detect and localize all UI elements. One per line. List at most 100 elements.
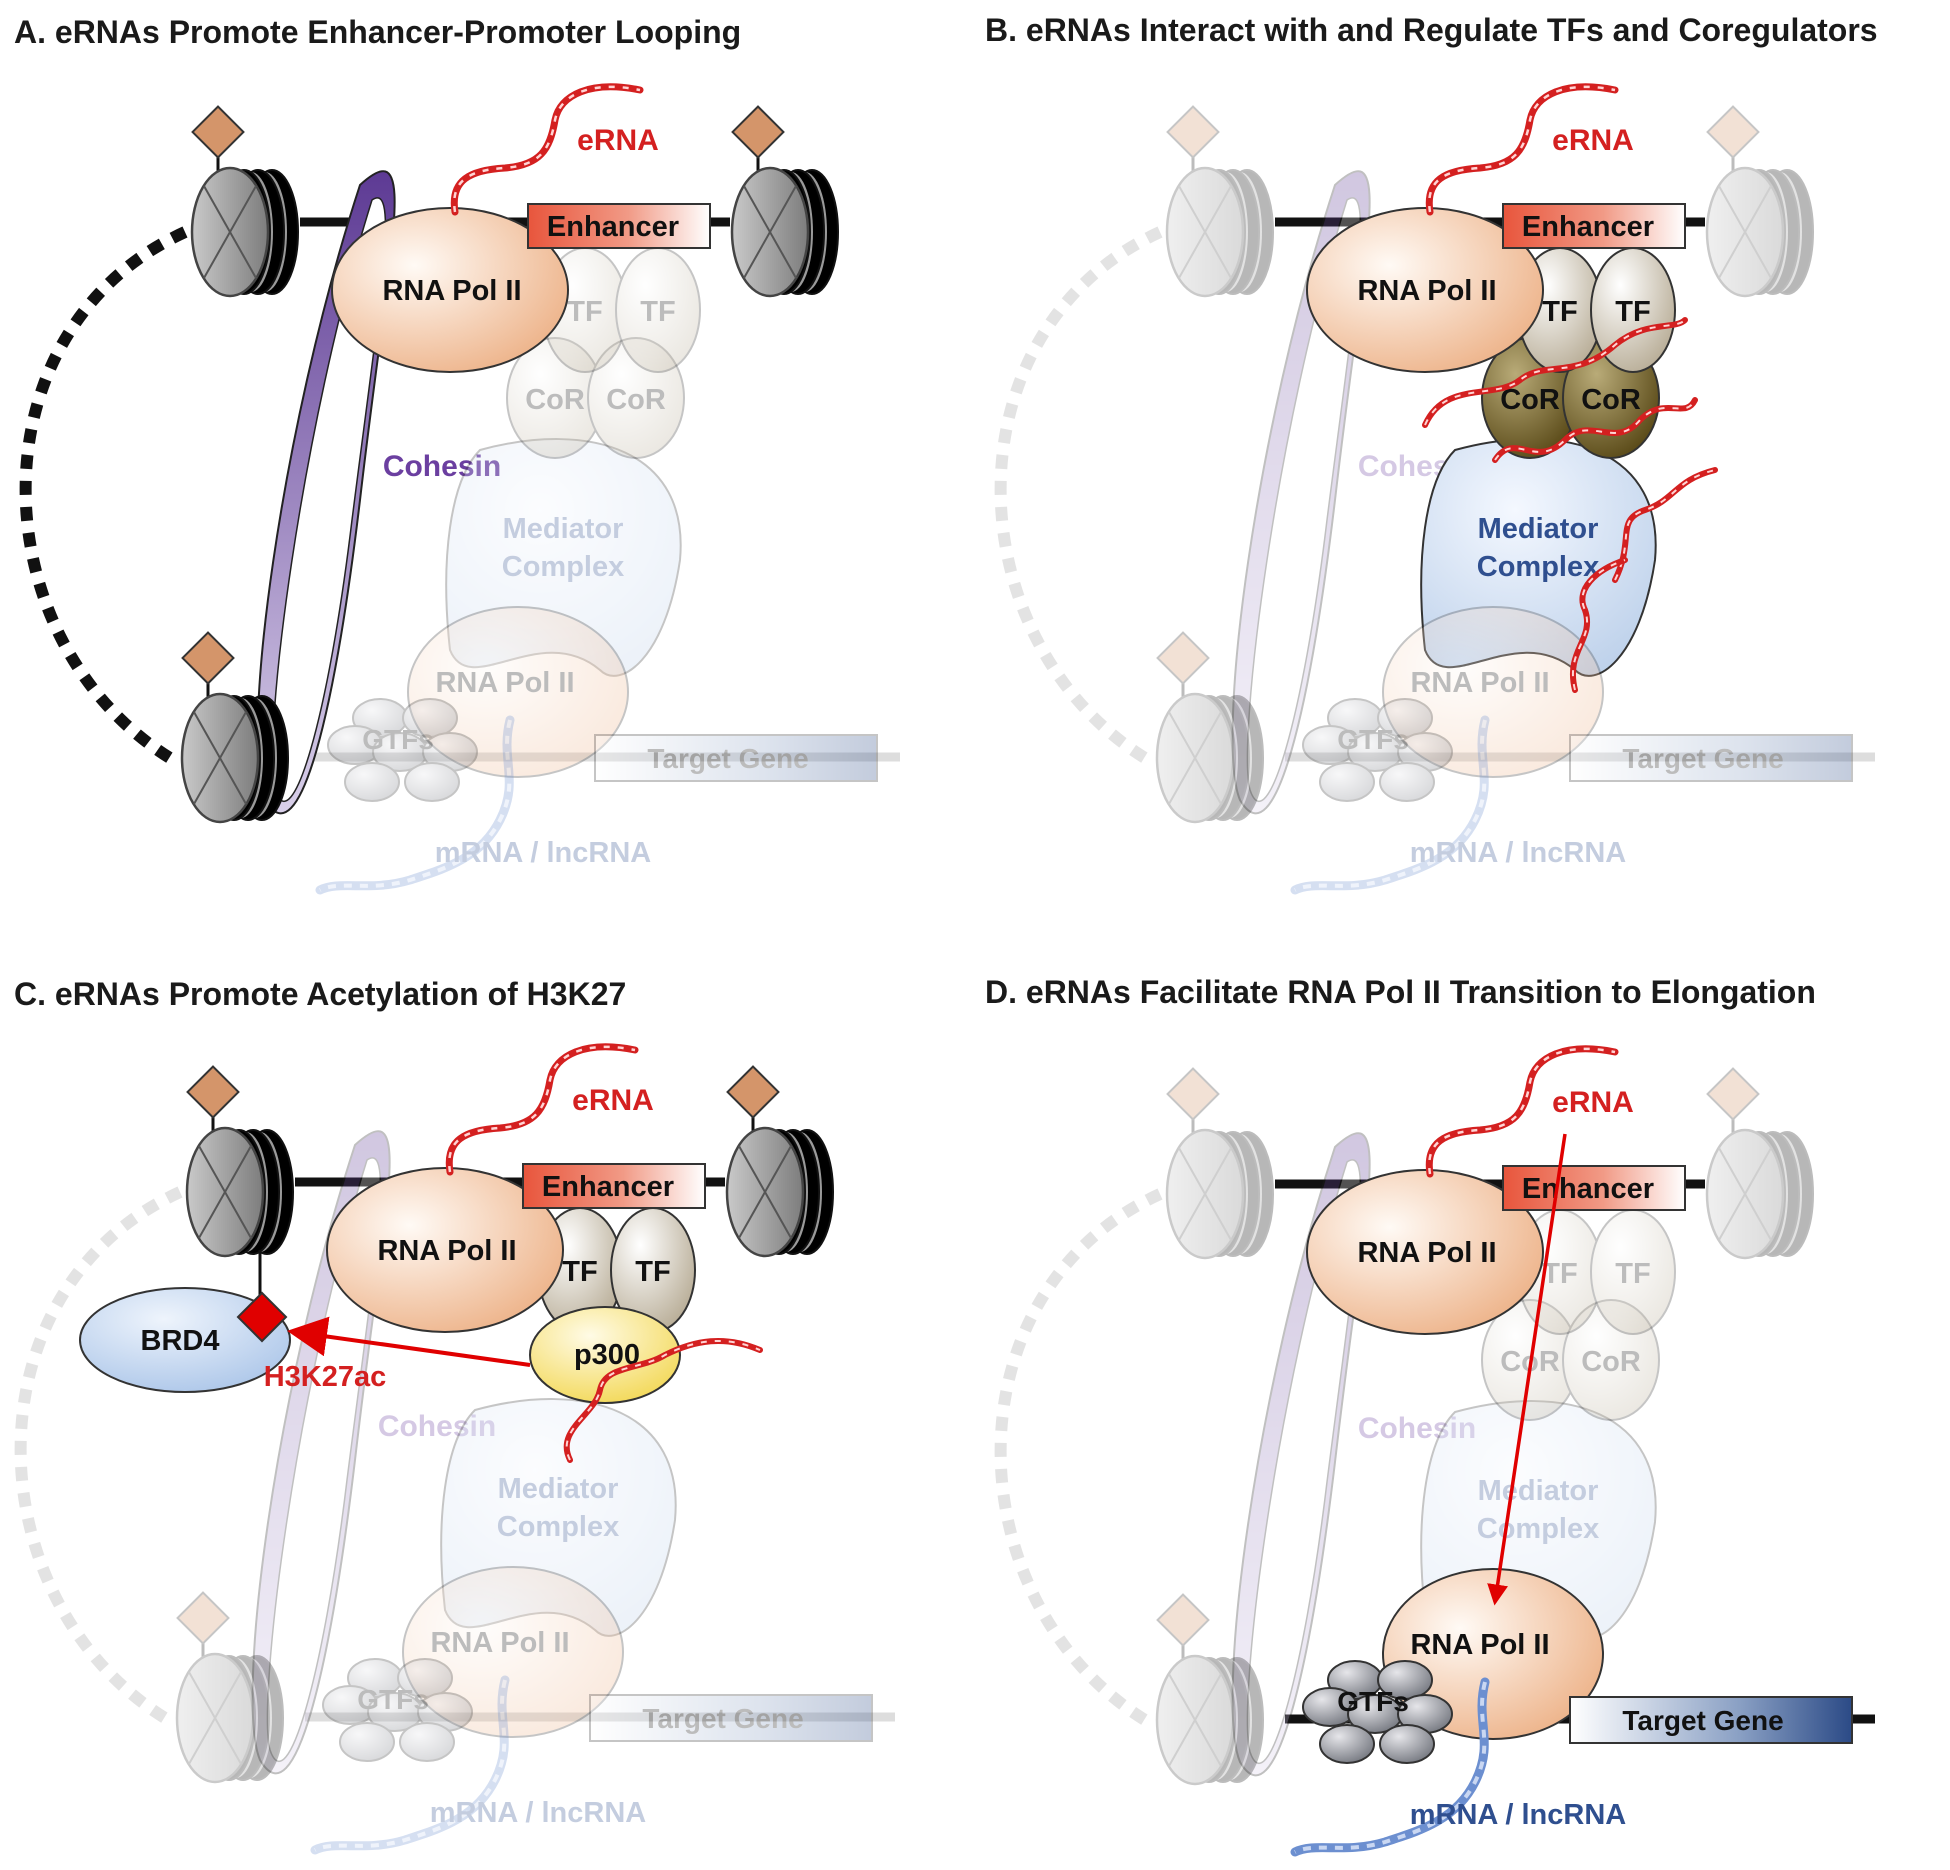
enhancer-element: Enhancer <box>1502 1165 1686 1211</box>
elongation-arrow <box>1487 1133 1567 1606</box>
gtfs-label: GTFs <box>1337 724 1409 755</box>
mediator-label-line1: Mediator <box>1478 513 1599 545</box>
mediator-label-line2: Complex <box>1477 1513 1599 1545</box>
rna-pol-ii-enhancer: RNA Pol II <box>1306 1169 1544 1335</box>
gtfs-label: GTFs <box>362 724 434 755</box>
rna-pol-ii-promoter-label: RNA Pol II <box>1410 1629 1549 1661</box>
cor-label-2: CoR <box>1581 384 1641 416</box>
mrna-label: mRNA / lncRNA <box>1410 1799 1626 1831</box>
enhancer-element: Enhancer <box>527 203 711 249</box>
mediator-label-line1: Mediator <box>503 513 624 545</box>
histone-mark-diamond <box>731 105 785 159</box>
histone-mark-diamond <box>726 1065 780 1119</box>
panel-b-title: B. eRNAs Interact with and Regulate TFs … <box>985 12 1878 48</box>
mrna-label: mRNA / lncRNA <box>430 1797 646 1829</box>
enhancer-label: Enhancer <box>542 1171 674 1203</box>
target-gene: Target Gene <box>589 1694 873 1742</box>
enhancer-element: Enhancer <box>1502 203 1686 249</box>
tf-label-2: TF <box>1615 296 1650 328</box>
panel-d-title: D. eRNAs Facilitate RNA Pol II Transitio… <box>985 974 1816 1010</box>
rna-pol-ii-promoter: RNA Pol II <box>407 606 629 778</box>
erna-label: eRNA <box>1552 124 1634 157</box>
erna-label: eRNA <box>572 1084 654 1117</box>
mrna-transcript: mRNA / lncRNA <box>315 715 651 895</box>
mediator-label-line1: Mediator <box>498 1473 619 1505</box>
h3k27ac-mark: H3K27ac <box>236 1250 531 1393</box>
gtfs-cluster: GTFs <box>322 1658 473 1762</box>
erna-label: eRNA <box>577 124 659 157</box>
chromatin-loop-dashed <box>994 226 1163 764</box>
brd4-protein: BRD4 <box>79 1287 291 1393</box>
panel-c-title: C. eRNAs Promote Acetylation of H3K27 <box>14 976 627 1012</box>
chromatin-loop-dashed <box>994 1188 1163 1726</box>
tf-label-2: TF <box>1615 1258 1650 1290</box>
rna-pol-ii-promoter: RNA Pol II <box>402 1566 624 1738</box>
histone-mark-diamond <box>1706 1067 1760 1121</box>
rna-pol-ii-promoter-label: RNA Pol II <box>1410 667 1549 699</box>
rna-pol-ii-promoter: RNA Pol II <box>1382 606 1604 778</box>
erna-transcript: eRNA <box>450 83 659 216</box>
gtfs-cluster: GTFs <box>1302 698 1453 802</box>
chromatin-loop-dashed <box>14 1186 183 1724</box>
h3k27ac-label: H3K27ac <box>264 1361 387 1393</box>
target-gene: Target Gene <box>1569 1696 1853 1744</box>
tf-label-1: TF <box>567 296 602 328</box>
nucleosome-top-right <box>730 105 839 298</box>
rna-pol-ii-enhancer-label: RNA Pol II <box>1357 275 1496 307</box>
nucleosome-bottom-left <box>180 631 289 824</box>
rna-pol-ii-enhancer: RNA Pol II <box>326 1167 564 1333</box>
mediator-label-line2: Complex <box>497 1511 619 1543</box>
nucleosome-top-right <box>1705 1067 1814 1260</box>
cor-label-1: CoR <box>1500 384 1560 416</box>
mediator-label-line2: Complex <box>1477 551 1599 583</box>
gtfs-label: GTFs <box>357 1684 429 1715</box>
nucleosome-bottom-left <box>1155 631 1264 824</box>
mediator-label-line2: Complex <box>502 551 624 583</box>
nucleosome-top-left <box>1165 105 1274 298</box>
rna-pol-ii-enhancer-label: RNA Pol II <box>377 1235 516 1267</box>
nucleosome-bottom-left <box>175 1591 284 1784</box>
mrna-label: mRNA / lncRNA <box>1410 837 1626 869</box>
target-gene-label: Target Gene <box>1622 743 1783 774</box>
erna-transcript: eRNA <box>1425 83 1634 216</box>
target-gene: Target Gene <box>594 734 878 782</box>
gtfs-label: GTFs <box>1337 1686 1409 1717</box>
nucleosome-top-left <box>190 105 299 298</box>
histone-mark-diamond <box>191 105 245 159</box>
rna-pol-ii-promoter-label: RNA Pol II <box>435 667 574 699</box>
rna-pol-ii-enhancer-label: RNA Pol II <box>1357 1237 1496 1269</box>
tf-pair: TF TF <box>1517 247 1676 373</box>
p300-enzyme: p300 <box>529 1306 681 1404</box>
erna-label: eRNA <box>1552 1086 1634 1119</box>
acetylation-arrow <box>287 1316 531 1367</box>
nucleosome-bottom-left <box>1155 1593 1264 1786</box>
tf-label-2: TF <box>635 1256 670 1288</box>
erna-binding-strand <box>563 1338 763 1463</box>
gtfs-cluster: GTFs <box>327 698 478 802</box>
target-gene: Target Gene <box>1569 734 1853 782</box>
enhancer-element: Enhancer <box>522 1163 706 1209</box>
target-gene-label: Target Gene <box>1622 1705 1783 1736</box>
tf-label-1: TF <box>1542 296 1577 328</box>
nucleosome-top-right <box>725 1065 834 1258</box>
rna-pol-ii-enhancer: RNA Pol II <box>1306 207 1544 373</box>
erna-transcript: eRNA <box>1425 1045 1634 1178</box>
histone-mark-diamond <box>1156 1593 1210 1647</box>
rna-pol-ii-enhancer-label: RNA Pol II <box>382 275 521 307</box>
mediator-label-line1: Mediator <box>1478 1475 1599 1507</box>
gtfs-cluster: GTFs <box>1302 1660 1453 1764</box>
histone-mark-diamond <box>176 1591 230 1645</box>
enhancer-label: Enhancer <box>1522 1173 1654 1205</box>
nucleosome-top-left <box>1165 1067 1274 1260</box>
erna-transcript: eRNA <box>445 1043 654 1176</box>
histone-mark-diamond <box>1156 631 1210 685</box>
enhancer-label: Enhancer <box>547 211 679 243</box>
panel-a-title: A. eRNAs Promote Enhancer-Promoter Loopi… <box>14 14 742 50</box>
target-gene-label: Target Gene <box>642 1703 803 1734</box>
histone-mark-diamond <box>1706 105 1760 159</box>
